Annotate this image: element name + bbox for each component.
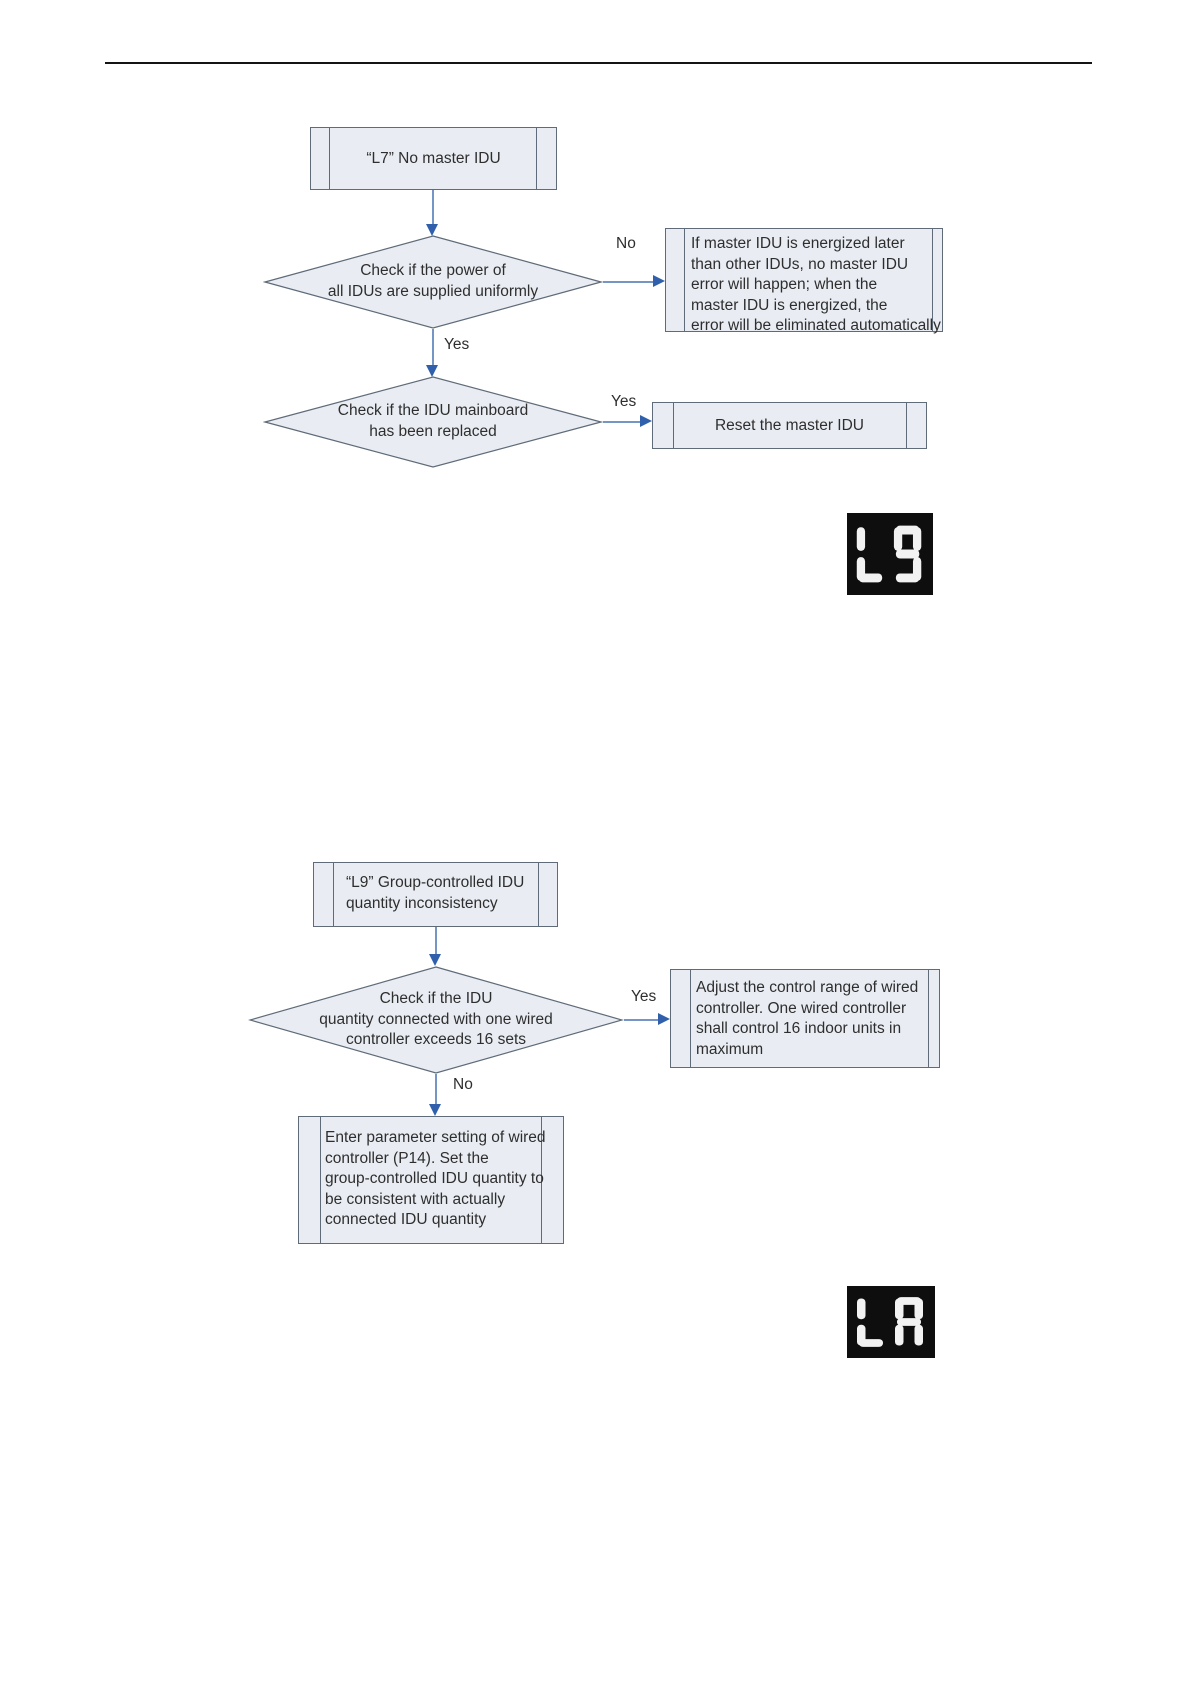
node-enter-parameter-setting: Enter parameter setting of wired control… bbox=[298, 1116, 564, 1244]
connector-down bbox=[435, 1074, 437, 1105]
inner-bar bbox=[538, 863, 539, 926]
header-rule bbox=[105, 62, 1092, 64]
inner-bar bbox=[536, 128, 537, 189]
decision-mainboard-text: Check if the IDU mainboard has been repl… bbox=[337, 402, 529, 440]
arrow-right-icon bbox=[658, 1013, 670, 1025]
inner-bar bbox=[690, 970, 691, 1067]
node-reset-master-idu-label: Reset the master IDU bbox=[714, 417, 865, 434]
arrow-right-icon bbox=[640, 415, 652, 427]
connector-right bbox=[603, 281, 654, 283]
label-yes: Yes bbox=[631, 988, 657, 1005]
connector-right bbox=[603, 421, 641, 423]
inner-bar bbox=[928, 970, 929, 1067]
connector-down bbox=[432, 190, 434, 224]
inner-bar bbox=[329, 128, 330, 189]
node-adjust-control-range-text: Adjust the control range of wired contro… bbox=[696, 979, 919, 1058]
label-yes: Yes bbox=[611, 393, 637, 410]
node-no-master-note-text: If master IDU is energized later than ot… bbox=[691, 235, 941, 334]
seven-segment-display-la bbox=[847, 1286, 935, 1358]
label-no: No bbox=[453, 1076, 473, 1093]
arrow-down-icon bbox=[426, 224, 438, 236]
seven-segment-display-l9 bbox=[847, 513, 933, 595]
arrow-down-icon bbox=[429, 1104, 441, 1116]
decision-power-text: Check if the power of all IDUs are suppl… bbox=[327, 262, 539, 300]
node-adjust-control-range: Adjust the control range of wired contro… bbox=[670, 969, 940, 1068]
node-l7-title-label: “L7” No master IDU bbox=[366, 150, 501, 167]
node-l7-title: “L7” No master IDU bbox=[310, 127, 557, 190]
inner-bar bbox=[684, 229, 685, 331]
label-no: No bbox=[616, 235, 636, 252]
node-enter-parameter-setting-text: Enter parameter setting of wired control… bbox=[325, 1129, 546, 1228]
label-yes: Yes bbox=[444, 336, 470, 353]
inner-bar bbox=[932, 229, 933, 331]
node-l9-title-text: “L9” Group-controlled IDU quantity incon… bbox=[346, 874, 525, 912]
arrow-right-icon bbox=[653, 275, 665, 287]
decision-power-diamond bbox=[263, 235, 603, 329]
node-reset-master-idu: Reset the master IDU bbox=[652, 402, 927, 449]
decision-mainboard-diamond bbox=[263, 376, 603, 468]
inner-bar bbox=[673, 403, 674, 448]
connector-right bbox=[624, 1019, 659, 1021]
inner-bar bbox=[333, 863, 334, 926]
arrow-down-icon bbox=[426, 365, 438, 377]
node-l9-title: “L9” Group-controlled IDU quantity incon… bbox=[313, 862, 558, 927]
node-no-master-note: If master IDU is energized later than ot… bbox=[665, 228, 943, 334]
inner-bar bbox=[541, 1117, 542, 1243]
decision-quantity-diamond bbox=[248, 966, 624, 1074]
inner-bar bbox=[320, 1117, 321, 1243]
connector-down bbox=[432, 329, 434, 365]
inner-bar bbox=[906, 403, 907, 448]
connector-down bbox=[435, 927, 437, 955]
arrow-down-icon bbox=[429, 954, 441, 966]
decision-quantity-text: Check if the IDU quantity connected with… bbox=[319, 990, 553, 1048]
